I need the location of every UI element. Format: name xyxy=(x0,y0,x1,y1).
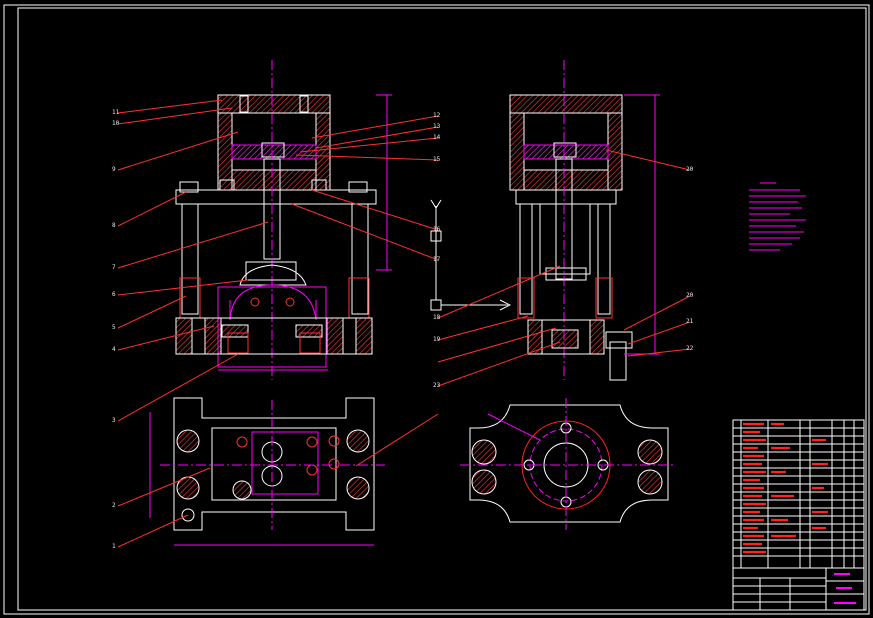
balloon-label: 2 xyxy=(112,502,116,509)
balloon-label: 18 xyxy=(433,314,441,321)
balloon-label: 4 xyxy=(112,346,116,353)
balloon-label: 1 xyxy=(112,543,116,550)
balloon-label: 22 xyxy=(686,345,694,352)
parts-list-entries xyxy=(743,422,828,554)
balloon-label: 11 xyxy=(112,109,120,116)
title-block-text xyxy=(834,573,856,604)
balloon-label: 14 xyxy=(433,134,441,141)
balloon-label: 12 xyxy=(433,112,441,119)
side-view xyxy=(509,60,660,381)
balloon-label: 3 xyxy=(112,417,116,424)
balloon-label: 7 xyxy=(112,264,116,271)
parts-list xyxy=(732,419,865,569)
balloon-label: 13 xyxy=(433,123,441,130)
leader-lines xyxy=(117,99,691,548)
axis-marker xyxy=(430,199,512,311)
balloon-label: 20 xyxy=(686,166,694,173)
balloon-label: 17 xyxy=(433,256,441,263)
technical-notes xyxy=(749,182,806,251)
balloon-label: 23 xyxy=(433,382,441,389)
balloon-label: 8 xyxy=(112,222,116,229)
balloon-label: 5 xyxy=(112,324,116,331)
plan-view xyxy=(149,397,385,546)
balloon-label: 15 xyxy=(433,156,441,163)
balloon-label: 20 xyxy=(686,292,694,299)
balloon-label: 9 xyxy=(112,166,116,173)
balloon-label: 19 xyxy=(433,336,441,343)
balloon-label: 6 xyxy=(112,291,116,298)
balloon-label: 16 xyxy=(433,226,441,233)
title-block xyxy=(732,567,865,611)
base-plate-view xyxy=(460,398,676,530)
front-view xyxy=(175,60,392,380)
balloon-label: 21 xyxy=(686,318,694,325)
balloon-label: 10 xyxy=(112,120,120,127)
sheet-border xyxy=(3,4,870,615)
